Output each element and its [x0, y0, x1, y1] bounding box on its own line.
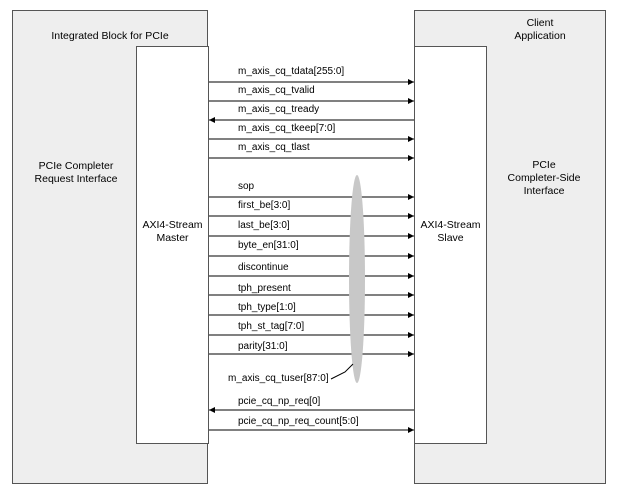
right-block-side-label: PCIe Completer-Side Interface	[486, 159, 602, 198]
left-block-side-label: PCIe Completer Request Interface	[14, 160, 138, 186]
left-side-label-line2: Request Interface	[34, 173, 118, 185]
right-side-label-line1: PCIe	[532, 159, 556, 171]
axi4-stream-slave-label: AXI4-Stream Slave	[414, 219, 487, 245]
right-side-label-line2: Completer-Side	[507, 172, 581, 184]
signal-label: m_axis_cq_tvalid	[238, 85, 315, 96]
signal-label: tph_st_tag[7:0]	[238, 321, 305, 332]
signal-label: first_be[3:0]	[238, 200, 291, 211]
axi4-stream-slave-box	[414, 46, 487, 444]
signal-label: parity[31:0]	[238, 341, 288, 352]
right-title-line1: Client	[526, 17, 554, 29]
signal-label: m_axis_cq_tlast	[238, 142, 310, 153]
signal-label: pcie_cq_np_req[0]	[238, 396, 321, 407]
signal-label: byte_en[31:0]	[238, 240, 299, 251]
right-side-label-line3: Interface	[523, 185, 565, 197]
signal-label: pcie_cq_np_req_count[5:0]	[238, 416, 359, 427]
tuser-bundle-ellipse	[349, 175, 365, 383]
signal-label: m_axis_cq_tdata[255:0]	[238, 66, 345, 77]
slave-label-line2: Slave	[437, 232, 464, 244]
right-block-title: Client Application	[470, 17, 610, 43]
left-block-title: Integrated Block for PCIe	[51, 30, 169, 42]
signal-label: last_be[3:0]	[238, 220, 290, 231]
signal-label: tph_type[1:0]	[238, 302, 296, 313]
tuser-bundle-leader	[330, 363, 354, 380]
right-title-line2: Application	[514, 30, 566, 42]
signal-label: discontinue	[238, 262, 289, 273]
signal-label: m_axis_cq_tkeep[7:0]	[238, 123, 336, 134]
tuser-bundle-label: m_axis_cq_tuser[87:0]	[228, 373, 329, 384]
axi4-stream-master-box	[136, 46, 209, 444]
master-label-line2: Master	[156, 232, 189, 244]
slave-label-line1: AXI4-Stream	[420, 219, 481, 231]
signal-label: sop	[238, 181, 255, 192]
signal-label: tph_present	[238, 283, 291, 294]
master-label-line1: AXI4-Stream	[142, 219, 203, 231]
signal-label: m_axis_cq_tready	[238, 104, 320, 115]
left-side-label-line1: PCIe Completer	[38, 160, 114, 172]
axi4-stream-master-label: AXI4-Stream Master	[136, 219, 209, 245]
